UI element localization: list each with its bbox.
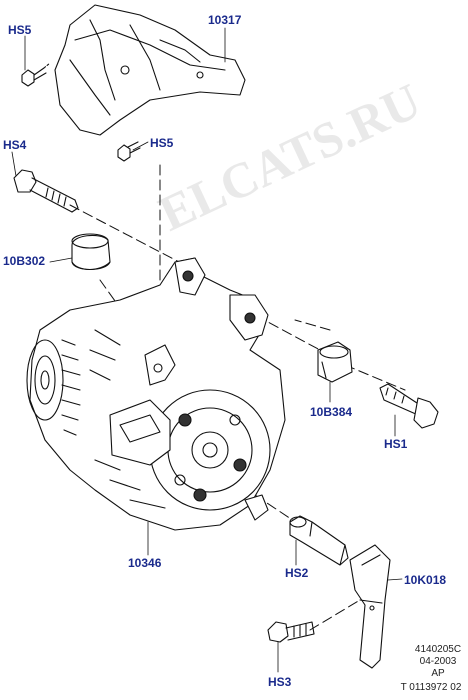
label-10b302: 10B302 xyxy=(3,254,46,268)
label-hs1: HS1 xyxy=(384,437,408,451)
label-hs5-mid: HS5 xyxy=(150,136,174,150)
label-10317: 10317 xyxy=(208,13,242,27)
bolt-hs1 xyxy=(379,383,439,429)
label-hs4: HS4 xyxy=(3,138,27,152)
footer-code: T 0113972 02 xyxy=(400,682,462,693)
alternator-10346 xyxy=(26,257,286,531)
label-10b384: 10B384 xyxy=(310,405,353,419)
label-hs3: HS3 xyxy=(268,675,292,689)
footer-line-3: AP xyxy=(431,668,445,679)
footer-line-1: 4140205C xyxy=(414,644,462,655)
label-10346: 10346 xyxy=(128,556,162,570)
strap-10k018 xyxy=(349,544,391,669)
bracket-10317 xyxy=(54,4,246,136)
label-hs5-top: HS5 xyxy=(8,23,32,37)
cap-10b302 xyxy=(71,233,111,271)
label-hs2: HS2 xyxy=(285,566,309,580)
bolt-hs4 xyxy=(13,169,79,213)
bushing-10b384 xyxy=(317,341,353,383)
label-10k018: 10K018 xyxy=(404,573,447,587)
bolt-hs5-top xyxy=(21,62,51,87)
stud-hs2 xyxy=(289,515,349,566)
bolt-hs5-mid xyxy=(117,141,141,162)
footer-block: 4140205C 04-2003 AP xyxy=(410,644,466,680)
bolt-hs3 xyxy=(267,621,315,643)
footer-line-2: 04-2003 xyxy=(419,656,457,667)
